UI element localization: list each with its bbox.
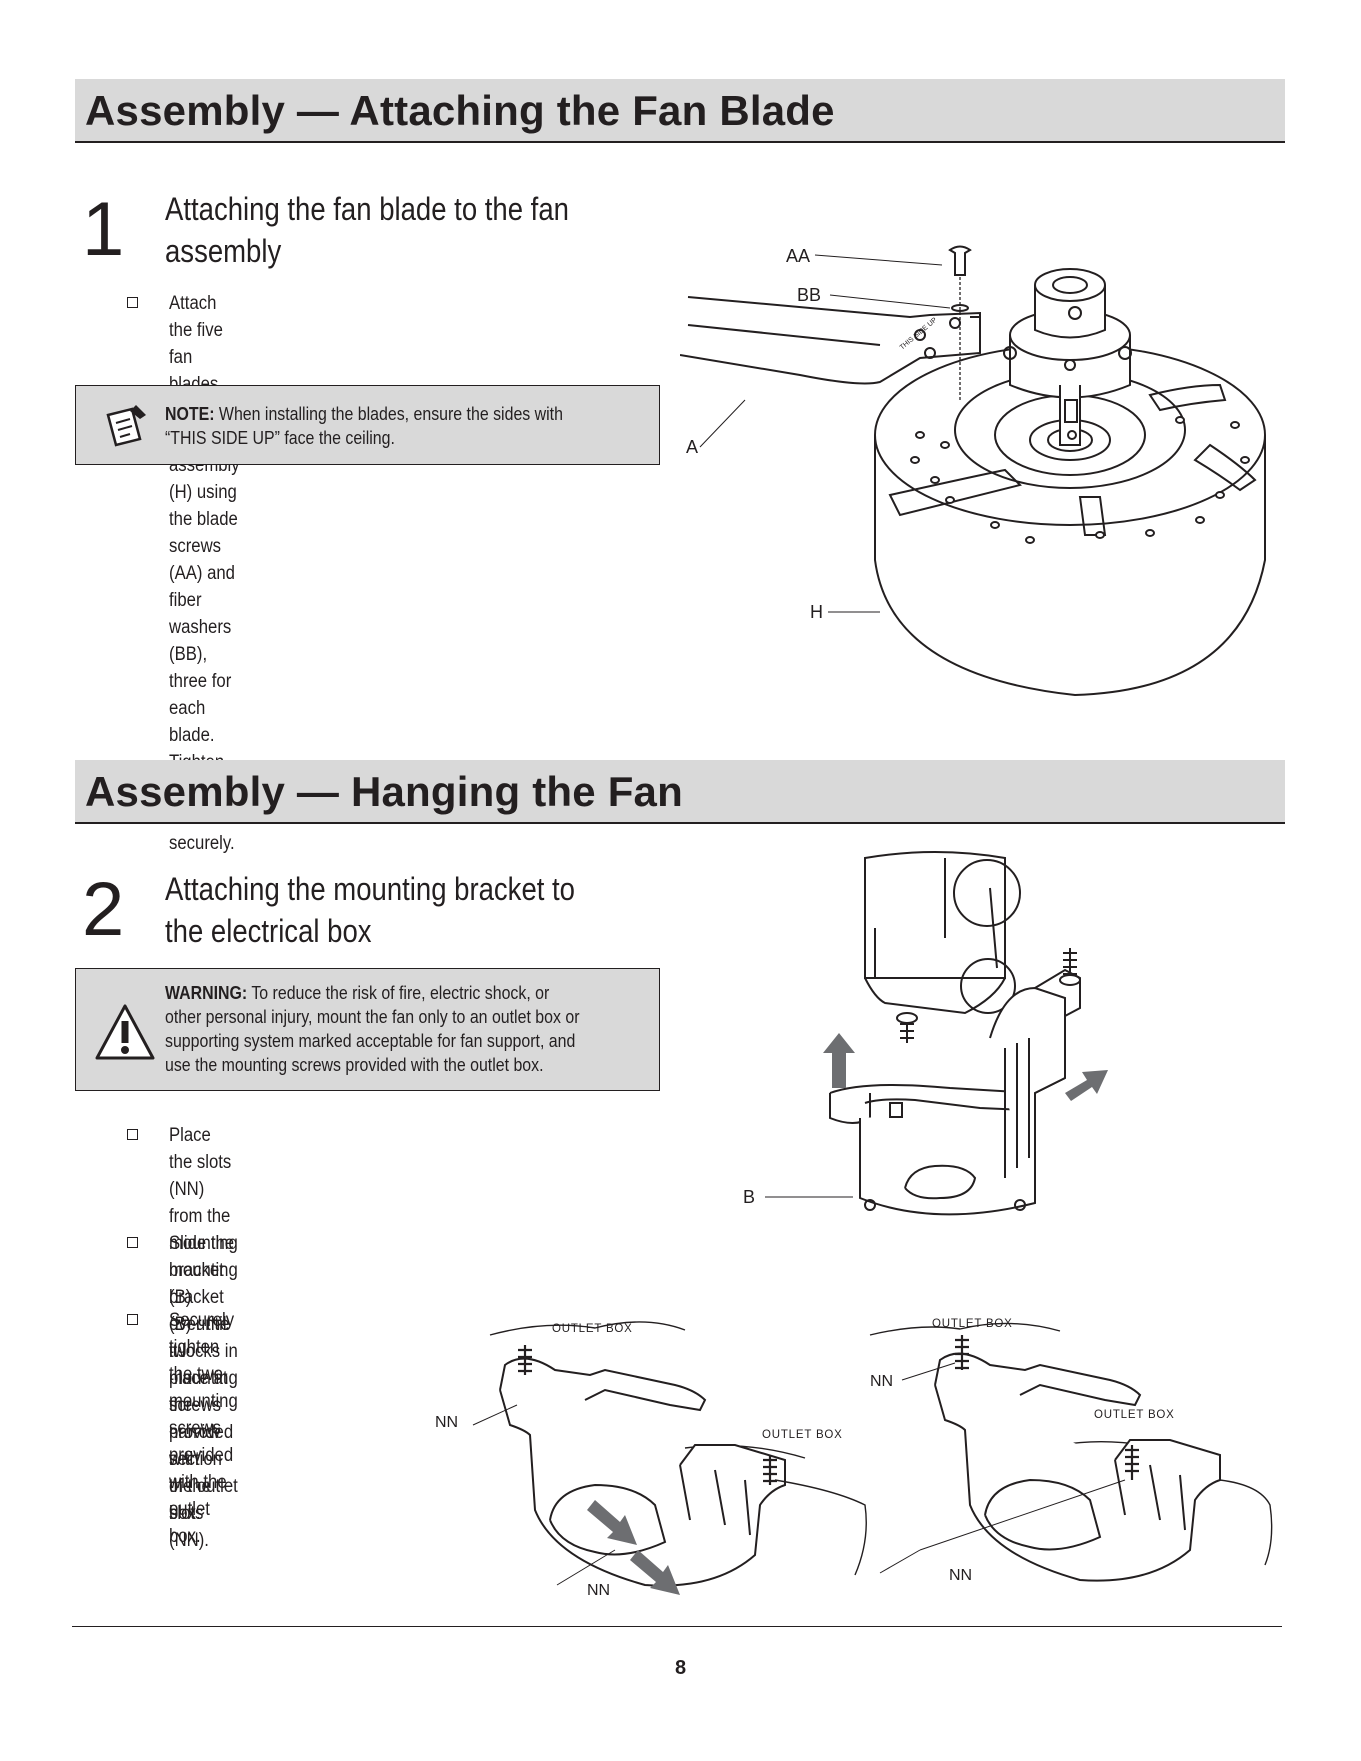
- arrow-up-icon: [823, 1033, 855, 1088]
- section-title: Assembly — Attaching the Fan Blade: [85, 87, 835, 134]
- label-nn: NN: [435, 1414, 458, 1431]
- instruction-text: Securely tighten the two mounting screws…: [169, 1310, 238, 1547]
- step-title-line: the electrical box: [165, 913, 372, 949]
- label-b: B: [743, 1187, 755, 1207]
- label-a: A: [686, 437, 698, 457]
- step-number: 2: [82, 867, 125, 952]
- section-header-hanging: Assembly — Hanging the Fan: [75, 760, 1285, 824]
- warning-callout: WARNING: To reduce the risk of fire, ele…: [75, 968, 660, 1091]
- warning-line: other personal injury, mount the fan onl…: [165, 1006, 580, 1027]
- label-outlet-box: OUTLET BOX: [552, 1323, 633, 1335]
- step-title-line: Attaching the mounting bracket to: [165, 871, 575, 907]
- note-pad-icon: [106, 405, 146, 447]
- warning-text: WARNING: To reduce the risk of fire, ele…: [165, 981, 647, 1077]
- bracket-detail-figure-right: OUTLET BOX OUTLET BOX NN NN: [869, 1318, 1273, 1584]
- step-number: 1: [82, 187, 125, 272]
- step-title-line: assembly: [165, 233, 282, 269]
- warning-triangle-icon: [95, 1004, 155, 1060]
- instruction-text: Slide the mounting bracket (B) until it …: [169, 1233, 238, 1551]
- blade-assembly-figure: AA BB A H THIS SIDE UP: [680, 245, 1266, 697]
- arrow-right-icon: [1065, 1070, 1108, 1101]
- warning-line: supporting system marked acceptable for …: [165, 1030, 576, 1051]
- checkbox-icon: [127, 1237, 138, 1248]
- note-line: When installing the blades, ensure the s…: [214, 403, 563, 424]
- note-line: “THIS SIDE UP” face the ceiling.: [165, 427, 395, 448]
- label-outlet-box: OUTLET BOX: [1094, 1409, 1175, 1421]
- label-h: H: [810, 602, 823, 622]
- label-outlet-box: OUTLET BOX: [932, 1318, 1013, 1330]
- warning-line: use the mounting screws provided with th…: [165, 1054, 544, 1075]
- step-title: Attaching the mounting bracket to the el…: [165, 868, 575, 952]
- bracket-detail-figure-left: OUTLET BOX OUTLET BOX NN NN: [435, 1321, 867, 1599]
- note-text: NOTE: When installing the blades, ensure…: [165, 402, 647, 450]
- checkbox-icon: [127, 297, 138, 308]
- arrow-diagonal-icon: [630, 1550, 680, 1595]
- checkbox-icon: [127, 1314, 138, 1325]
- step-title-line: Attaching the fan blade to the fan: [165, 191, 569, 227]
- bracket-outlet-box-figure: B: [743, 851, 1108, 1216]
- label-outlet-box: OUTLET BOX: [762, 1429, 843, 1441]
- step-title: Attaching the fan blade to the fan assem…: [165, 188, 569, 272]
- instruction-text: Place the slots (NN) from the mounting b…: [169, 1125, 238, 1524]
- section-title: Assembly — Hanging the Fan: [85, 768, 683, 815]
- page-number: 8: [674, 1657, 687, 1679]
- warning-line: To reduce the risk of fire, electric sho…: [247, 982, 550, 1003]
- note-label: NOTE:: [165, 403, 215, 424]
- note-callout: NOTE: When installing the blades, ensure…: [75, 385, 660, 465]
- label-nn: NN: [870, 1373, 893, 1390]
- label-bb: BB: [797, 285, 821, 305]
- section-header-blade: Assembly — Attaching the Fan Blade: [75, 79, 1285, 143]
- label-nn: NN: [587, 1582, 610, 1599]
- arrow-diagonal-icon: [587, 1500, 637, 1545]
- label-nn: NN: [949, 1567, 972, 1584]
- footer-divider: [72, 1626, 1282, 1627]
- label-aa: AA: [786, 246, 810, 266]
- checkbox-icon: [127, 1129, 138, 1140]
- warning-label: WARNING:: [165, 982, 248, 1003]
